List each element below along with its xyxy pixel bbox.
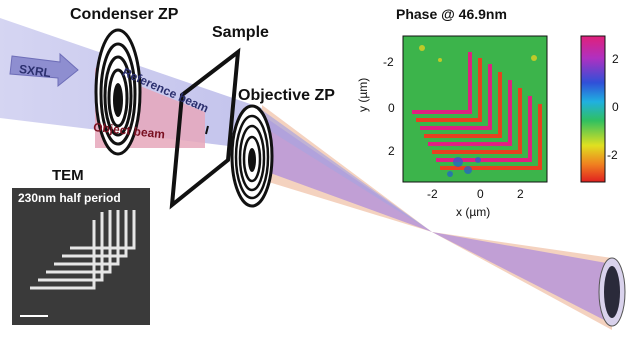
half-period-label: 230nm half period [18, 191, 121, 205]
colorbar [580, 35, 606, 183]
outer-cone [262, 105, 432, 232]
detector-aperture [604, 266, 620, 318]
phase-title: Phase @ 46.9nm [396, 6, 507, 22]
phase-map-stripes [412, 52, 542, 170]
y-tick-label: -2 [383, 55, 394, 69]
y-tick-label: 0 [388, 101, 395, 115]
phase-map-noise [447, 157, 481, 177]
objective-zp-label: Objective ZP [238, 87, 335, 104]
sample-label: Sample [212, 24, 269, 41]
x-tick-label: 2 [517, 187, 524, 201]
sxrl-arrow [9, 52, 79, 88]
objective-zone-plate [230, 104, 274, 208]
x-tick-label: -2 [427, 187, 438, 201]
colorbar-tick-label: -2 [607, 148, 618, 162]
y-axis-label: y (µm) [356, 77, 370, 112]
x-axis-label: x (µm) [456, 205, 491, 219]
condenser-zp-label: Condenser ZP [70, 6, 179, 23]
y-tick-label: 2 [388, 144, 395, 158]
tem-label: TEM [52, 167, 84, 184]
sample-slit [205, 125, 209, 135]
condenser-zone-plate [94, 28, 142, 156]
phase-map [402, 35, 548, 183]
x-tick-label: 0 [477, 187, 484, 201]
tem-lines [30, 210, 136, 290]
reference-continuation [240, 110, 432, 232]
diverging-beam [432, 232, 612, 324]
phase-map-yellow [419, 45, 537, 62]
colorbar-tick-label: 0 [612, 100, 619, 114]
colorbar-tick-label: 2 [612, 52, 619, 66]
sample-frame [169, 47, 241, 210]
